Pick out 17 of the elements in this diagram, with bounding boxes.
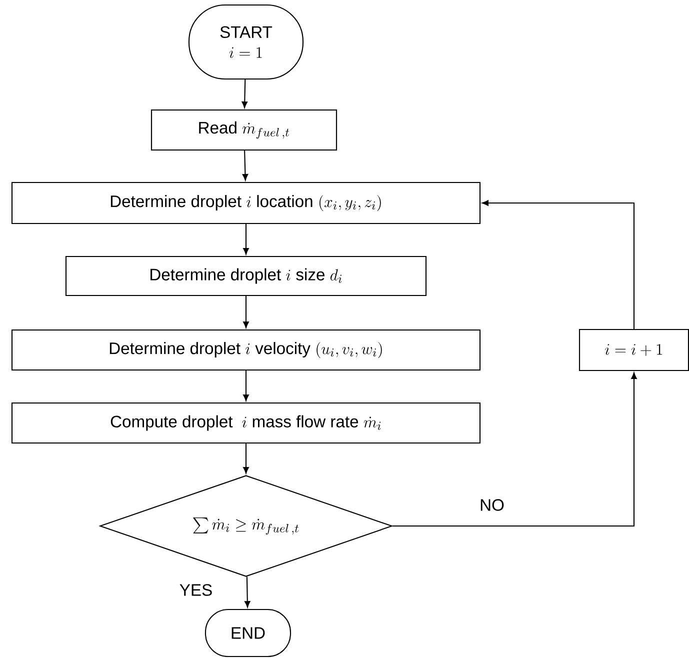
arrow [243,296,249,328]
process-box: $\text{Compute droplet } \; i \text{ mass flow rate } \dot{m}_i$ [11,402,481,444]
process-box: $\text{Read } \dot{m}_{fuel\,,t}$ [150,109,338,151]
arrow [482,200,635,329]
arrow [243,444,249,474]
arrow [242,150,248,181]
process-box: $\text{Determine droplet } i \text{ size } d_i$ [65,256,427,296]
arrow [392,372,637,527]
arrow [243,370,249,402]
process-box: $i=i+1$ [578,328,689,372]
process-box: $\text{Determine droplet } i \text{ location } (x_i, y_i, z_i)$ [11,182,481,224]
edge-label: NO [478,498,506,512]
arrow [242,80,248,108]
edge-label: YES [178,582,214,598]
process-box: $\text{Determine droplet } i \text{ velocity } (u_i, v_i, w_i)$ [11,329,481,371]
arrow [244,576,250,608]
arrow [243,224,249,255]
